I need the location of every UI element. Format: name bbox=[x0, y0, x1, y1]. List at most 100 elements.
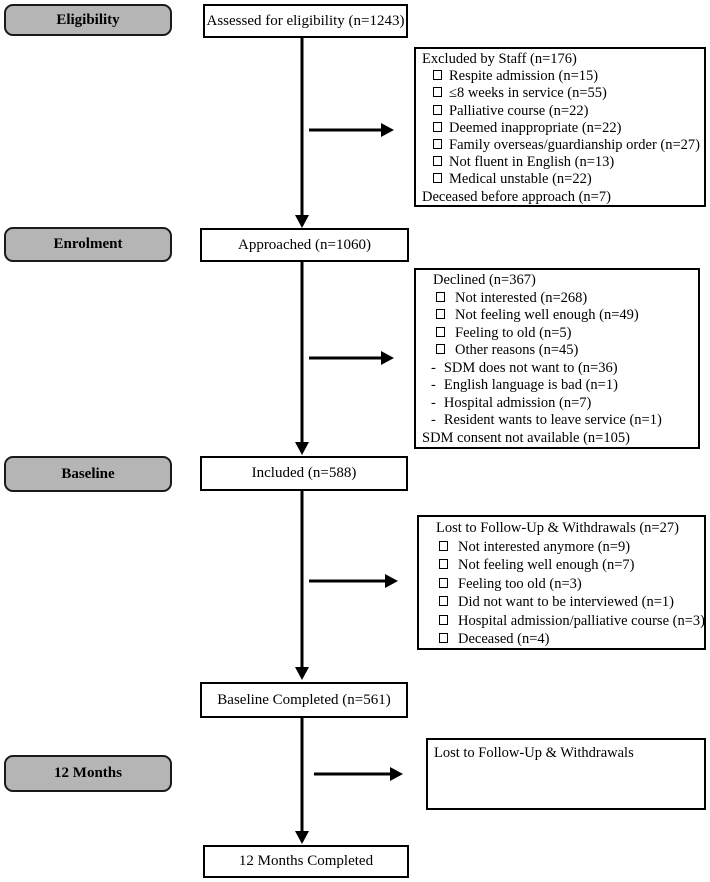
list-item-text: Medical unstable (n=22) bbox=[449, 171, 592, 188]
side-box-declined: Declined (n=367) Not interested (n=268) … bbox=[414, 268, 700, 449]
list-item: -English language is bad (n=1) bbox=[422, 377, 694, 395]
list-item-text: English language is bad (n=1) bbox=[443, 377, 618, 393]
stage-box-enrolment: Enrolment bbox=[4, 227, 172, 262]
square-bullet-icon bbox=[433, 139, 442, 150]
list-item: Deemed inappropriate (n=22) bbox=[422, 120, 700, 137]
dash-bullet: - bbox=[431, 359, 436, 376]
arrow-down-included-to-baseline-completed bbox=[294, 491, 310, 680]
side-box-excluded-by-staff: Excluded by Staff (n=176) Respite admiss… bbox=[414, 47, 706, 207]
flow-box-12-months-completed: 12 Months Completed bbox=[203, 845, 409, 878]
square-bullet-icon bbox=[433, 156, 442, 167]
dash-bullet: - bbox=[431, 412, 436, 428]
arrow-right-to-lost-followup-12-months bbox=[314, 766, 403, 782]
flow-box-baseline-completed: Baseline Completed (n=561) bbox=[200, 682, 408, 718]
arrow-head-icon bbox=[295, 442, 309, 455]
list-item: Not interested anymore (n=9) bbox=[425, 538, 700, 557]
list-item-text: Deemed inappropriate (n=22) bbox=[449, 119, 622, 136]
list-item: Feeling too old (n=3) bbox=[425, 575, 700, 594]
list-item-text: Respite admission (n=15) bbox=[449, 68, 599, 85]
arrow-right-to-declined bbox=[309, 350, 394, 366]
list-item: Not feeling well enough (n=7) bbox=[425, 556, 700, 575]
list-item: Feeling to old (n=5) bbox=[422, 325, 694, 343]
square-bullet-icon bbox=[439, 559, 448, 569]
stage-box-eligibility: Eligibility bbox=[4, 4, 172, 36]
square-bullet-icon bbox=[433, 121, 442, 132]
arrow-head-icon bbox=[295, 667, 309, 680]
arrow-shaft bbox=[300, 491, 304, 669]
side-box-lost-followup-baseline: Lost to Follow-Up & Withdrawals (n=27) N… bbox=[417, 515, 706, 650]
side-box-footer: Deceased before approach (n=7) bbox=[422, 188, 611, 205]
list-item: Medical unstable (n=22) bbox=[422, 171, 700, 188]
flow-box-approached: Approached (n=1060) bbox=[200, 228, 409, 262]
list-item: Family overseas/guardianship order (n=27… bbox=[422, 137, 700, 154]
list-item-text: Not interested anymore (n=9) bbox=[458, 538, 631, 555]
square-bullet-icon bbox=[439, 596, 448, 606]
stage-box-12-months: 12 Months bbox=[4, 755, 172, 792]
list-item: Not fluent in English (n=13) bbox=[422, 154, 700, 171]
square-bullet-icon bbox=[439, 614, 448, 625]
arrow-shaft bbox=[309, 579, 387, 583]
list-item: ≤8 weeks in service (n=55) bbox=[422, 85, 700, 102]
arrow-shaft bbox=[314, 772, 392, 776]
stage-box-baseline: Baseline bbox=[4, 456, 172, 492]
arrow-right-to-lost-followup-baseline bbox=[309, 573, 398, 589]
square-bullet-icon bbox=[433, 104, 442, 115]
arrow-shaft bbox=[309, 356, 383, 360]
list-item-text: Feeling too old (n=3) bbox=[458, 575, 582, 592]
list-item: Respite admission (n=15) bbox=[422, 68, 700, 85]
list-item: Hospital admission/palliative course (n=… bbox=[425, 612, 705, 631]
square-bullet-icon bbox=[439, 633, 448, 643]
list-item: -Resident wants to leave service (n=1) bbox=[422, 412, 694, 430]
arrow-down-approached-to-included bbox=[294, 262, 310, 455]
flow-box-assessed: Assessed for eligibility (n=1243) bbox=[203, 4, 408, 38]
square-bullet-icon bbox=[433, 70, 442, 81]
list-item: -Hospital admission (n=7) bbox=[422, 395, 694, 413]
square-bullet-icon bbox=[436, 291, 445, 302]
list-item: Other reasons (n=45) bbox=[422, 342, 694, 360]
square-bullet-icon bbox=[436, 309, 445, 319]
side-box-title: Declined (n=367) bbox=[433, 272, 536, 288]
square-bullet-icon bbox=[439, 540, 448, 551]
list-item-text: Palliative course (n=22) bbox=[449, 102, 589, 119]
list-item-text: Hospital admission/palliative course (n=… bbox=[458, 612, 705, 629]
side-box-title: Lost to Follow-Up & Withdrawals (n=27) bbox=[436, 520, 679, 536]
arrow-head-icon bbox=[385, 574, 398, 588]
side-box-lost-followup-12-months: Lost to Follow-Up & Withdrawals bbox=[426, 738, 706, 810]
list-item: Deceased (n=4) bbox=[425, 630, 700, 649]
square-bullet-icon bbox=[436, 326, 445, 337]
list-item-text: Not interested (n=268) bbox=[455, 289, 588, 306]
list-item: Palliative course (n=22) bbox=[422, 103, 700, 120]
list-item: Not feeling well enough (n=49) bbox=[422, 307, 694, 325]
list-item-text: Feeling to old (n=5) bbox=[455, 324, 572, 341]
list-item-text: Not feeling well enough (n=49) bbox=[455, 307, 639, 323]
list-item: Not interested (n=268) bbox=[422, 290, 694, 308]
arrow-shaft bbox=[300, 262, 304, 444]
flow-box-included: Included (n=588) bbox=[200, 456, 408, 491]
square-bullet-icon bbox=[433, 173, 442, 184]
arrow-head-icon bbox=[381, 123, 394, 137]
list-item-text: Family overseas/guardianship order (n=27… bbox=[449, 137, 700, 154]
list-item-text: Other reasons (n=45) bbox=[455, 342, 579, 358]
list-item-text: SDM does not want to (n=36) bbox=[443, 359, 618, 376]
dash-bullet: - bbox=[431, 377, 436, 393]
square-bullet-icon bbox=[436, 344, 445, 354]
list-item-text: ≤8 weeks in service (n=55) bbox=[449, 85, 607, 102]
arrow-down-baseline-to-12-months-completed bbox=[294, 718, 310, 844]
arrow-shaft bbox=[300, 718, 304, 833]
dash-bullet: - bbox=[431, 394, 436, 411]
arrow-head-icon bbox=[295, 215, 309, 228]
list-item-text: Did not want to be interviewed (n=1) bbox=[458, 594, 674, 610]
list-item-text: Not fluent in English (n=13) bbox=[449, 154, 615, 171]
list-item: -SDM does not want to (n=36) bbox=[422, 360, 694, 378]
arrow-down-assessed-to-approached bbox=[294, 38, 310, 228]
square-bullet-icon bbox=[433, 87, 442, 98]
arrow-shaft bbox=[309, 128, 383, 132]
side-box-footer: SDM consent not available (n=105) bbox=[422, 429, 630, 446]
side-box-title: Excluded by Staff (n=176) bbox=[422, 51, 577, 67]
arrow-right-to-excluded bbox=[309, 122, 394, 138]
arrow-head-icon bbox=[295, 831, 309, 844]
arrow-head-icon bbox=[390, 767, 403, 781]
list-item: Did not want to be interviewed (n=1) bbox=[425, 593, 700, 612]
list-item-text: Deceased (n=4) bbox=[458, 631, 550, 647]
